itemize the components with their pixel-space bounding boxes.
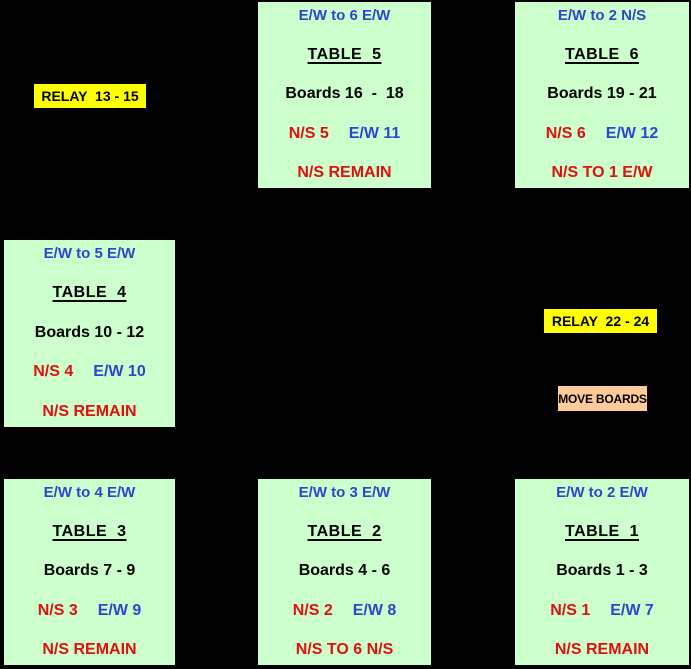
table-4-ew-pair-label: E/W 10	[93, 363, 146, 381]
table-1-ns-move-label: N/S REMAIN	[554, 641, 650, 658]
table-4-title-row: TABLE 4	[53, 284, 127, 302]
table-2-boards-label: Boards 4 - 6	[298, 562, 391, 579]
table-6-box: E/W to 2 N/S TABLE 6 Boards 19 - 21 N/S …	[513, 0, 691, 190]
table-4-pairs-row: N/S 4 E/W 10	[33, 363, 145, 381]
table-6-title-row: TABLE 6	[565, 46, 639, 64]
table-6-ew-pair-label: E/W 12	[605, 124, 659, 142]
table-6-rotation-label: E/W to 2 N/S	[557, 7, 647, 24]
table-4-boards-label: Boards 10 - 12	[34, 323, 145, 341]
table-2-ns-move-label: N/S TO 6 N/S	[295, 641, 394, 658]
table-3-ew-pair-label: E/W 9	[97, 601, 142, 619]
table-3-ns-pair-label: N/S 3	[37, 601, 78, 619]
table-3-ns-move-label: N/S REMAIN	[42, 641, 137, 658]
move-boards-badge: MOVE BOARDS	[558, 386, 647, 411]
table-3-pairs-row: N/S 3 E/W 9	[38, 602, 142, 620]
table-5-title: TABLE 5	[307, 45, 382, 63]
table-4-ns-move-label: N/S REMAIN	[42, 403, 137, 420]
table-2-title-row: TABLE 2	[308, 523, 382, 541]
table-5-ns-pair-label: N/S 5	[288, 124, 329, 142]
relay-22-24-badge: RELAY 22 - 24	[544, 309, 657, 333]
table-5-ns-move-label: N/S REMAIN	[297, 164, 392, 181]
table-3-boards-label: Boards 7 - 9	[43, 562, 136, 579]
table-5-title-row: TABLE 5	[308, 46, 382, 64]
table-3-title: TABLE 3	[52, 522, 127, 540]
relay-13-15-badge: RELAY 13 - 15	[34, 84, 146, 108]
table-2-box: E/W to 3 E/W TABLE 2 Boards 4 - 6 N/S 2 …	[256, 477, 433, 667]
table-5-boards-label: Boards 16 - 18	[285, 85, 404, 102]
table-5-box: E/W to 6 E/W TABLE 5 Boards 16 - 18 N/S …	[256, 0, 433, 190]
table-2-title: TABLE 2	[307, 522, 382, 540]
table-6-ns-pair-label: N/S 6	[545, 124, 586, 142]
table-1-title: TABLE 1	[565, 522, 639, 540]
table-4-ns-pair-label: N/S 4	[33, 363, 74, 381]
table-1-pairs-row: N/S 1 E/W 7	[550, 602, 654, 620]
table-4-rotation-label: E/W to 5 E/W	[43, 245, 136, 262]
table-2-pairs-row: N/S 2 E/W 8	[293, 602, 397, 620]
table-3-box: E/W to 4 E/W TABLE 3 Boards 7 - 9 N/S 3 …	[2, 477, 177, 667]
table-6-title: TABLE 6	[565, 45, 639, 63]
table-2-rotation-label: E/W to 3 E/W	[298, 484, 391, 501]
table-5-rotation-label: E/W to 6 E/W	[298, 7, 391, 24]
table-5-ew-pair-label: E/W 11	[348, 124, 401, 142]
table-6-boards-label: Boards 19 - 21	[547, 85, 657, 102]
table-5-pairs-row: N/S 5 E/W 11	[289, 125, 401, 143]
table-1-ns-pair-label: N/S 1	[550, 601, 591, 619]
table-1-boards-label: Boards 1 - 3	[556, 562, 648, 579]
table-2-ns-pair-label: N/S 2	[292, 601, 333, 619]
table-2-ew-pair-label: E/W 8	[352, 601, 397, 619]
table-4-title: TABLE 4	[52, 283, 127, 301]
table-6-ns-move-label: N/S TO 1 E/W	[551, 164, 653, 181]
table-4-box: E/W to 5 E/W TABLE 4 Boards 10 - 12 N/S …	[2, 238, 177, 429]
table-3-rotation-label: E/W to 4 E/W	[43, 484, 136, 501]
table-1-box: E/W to 2 E/W TABLE 1 Boards 1 - 3 N/S 1 …	[513, 477, 691, 667]
table-1-rotation-label: E/W to 2 E/W	[556, 484, 648, 501]
table-1-ew-pair-label: E/W 7	[610, 601, 654, 619]
table-3-title-row: TABLE 3	[53, 523, 127, 541]
table-1-title-row: TABLE 1	[565, 523, 639, 541]
table-6-pairs-row: N/S 6 E/W 12	[546, 125, 658, 143]
